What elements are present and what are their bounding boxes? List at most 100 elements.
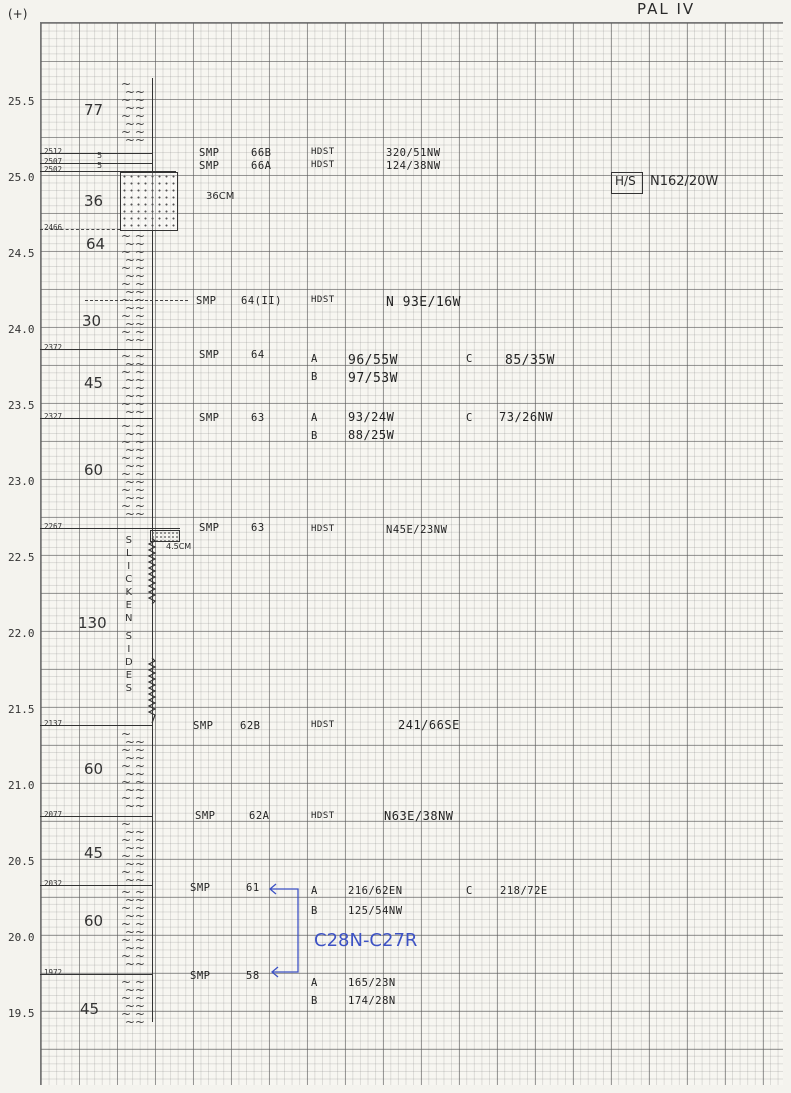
sample-type: HDST — [311, 811, 335, 821]
mudstone-symbol: ~ ~ ~~ ~ ~ ~~ ~ ~ ~~ ~ ~ ~~ ~ ~ ~~ ~ ~ ~… — [121, 419, 145, 521]
sandstone-width-label: 36CM — [206, 191, 235, 202]
bed-boundary — [40, 885, 153, 886]
sample-b-label: B — [311, 995, 318, 1007]
depth-mark: 1972 — [44, 968, 63, 977]
depth-scale-label: 22.5 — [8, 551, 35, 564]
orientation-value: 85/35W — [505, 353, 555, 368]
sample-type: HDST — [311, 147, 335, 157]
mudstone-symbol: ~ ~~ ~ ~ ~~ ~ ~ ~~ ~ ~ ~~ ~ ~ ~~ — [121, 727, 145, 813]
depth-mark: 2032 — [44, 879, 63, 888]
orientation-value: 124/38NW — [386, 160, 441, 172]
sample-number: 61 — [246, 882, 260, 894]
hs-label: H/S — [615, 174, 636, 188]
orientation-value: 218/72E — [500, 885, 548, 897]
orientation-value: 174/28N — [348, 995, 396, 1007]
depth-mark: 2267 — [44, 522, 63, 531]
sample-b-label: B — [311, 371, 318, 383]
bed-boundary — [40, 171, 176, 172]
sample-id: SMP — [190, 882, 211, 894]
sample-id: SMP — [190, 970, 211, 982]
sample-type: HDST — [311, 295, 335, 305]
mudstone-symbol: ~ ~ ~~ ~ ~ ~~ ~ ~ ~~ ~ ~ ~~ ~ ~ ~~ — [121, 885, 145, 971]
corner-mark: (+) — [8, 7, 28, 21]
sample-c-label: C — [466, 885, 473, 897]
sample-c-label: C — [466, 412, 473, 424]
depth-scale-label: 24.0 — [8, 323, 35, 336]
orientation-value: 125/54NW — [348, 905, 403, 917]
orientation-value: 93/24W — [348, 410, 395, 424]
sample-id: SMP — [199, 349, 220, 361]
sample-b-label: B — [311, 430, 318, 442]
depth-mark: 2507 — [44, 157, 63, 166]
depth-scale-label: 20.5 — [8, 855, 35, 868]
orientation-value: 88/25W — [348, 428, 395, 442]
bed-thickness: 45 — [80, 1000, 100, 1018]
sample-number: 63 — [251, 412, 265, 424]
bed-boundary — [40, 163, 153, 164]
bed-thickness: 45 — [84, 374, 104, 392]
sample-type: HDST — [311, 720, 335, 730]
orientation-value: 320/51NW — [386, 147, 441, 159]
sample-a-label: A — [311, 353, 318, 365]
bed-thickness: 60 — [84, 912, 104, 930]
sample-id: SMP — [193, 720, 214, 732]
sample-id: SMP — [199, 160, 220, 172]
vertical-word-sides: S I D E S — [125, 631, 133, 694]
orientation-value: 241/66SE — [398, 718, 460, 732]
sample-a-label: A — [311, 977, 318, 989]
sample-id: SMP — [199, 522, 220, 534]
log-column-border — [152, 78, 153, 1022]
sample-type: HDST — [311, 524, 335, 534]
thin-bed-width-label: 4.5CM — [166, 542, 192, 551]
sample-number: 63 — [251, 522, 265, 534]
sample-a-label: A — [311, 412, 318, 424]
bed-thickness: 130 — [78, 614, 107, 632]
sample-b-label: B — [311, 905, 318, 917]
slickenside-zigzag — [147, 538, 157, 724]
vertical-word-slicken: S L I C K E N — [125, 535, 133, 624]
depth-scale-label: 21.0 — [8, 779, 35, 792]
mudstone-symbol: ~ ~ ~~ ~ ~ ~~ ~ ~ ~~ — [121, 975, 145, 1029]
orientation-value: 165/23N — [348, 977, 396, 989]
bed-boundary — [85, 300, 188, 301]
depth-scale-label: 21.5 — [8, 703, 35, 716]
sample-number: 64(II) — [241, 295, 282, 307]
mudstone-symbol: ~ ~ ~~ ~ ~ ~~ ~ ~ ~~ ~ ~ ~~ — [121, 349, 145, 419]
bed-thickness: 60 — [84, 461, 104, 479]
depth-mark: 2077 — [44, 810, 63, 819]
depth-mark: 2372 — [44, 343, 63, 352]
bed-boundary — [40, 725, 153, 726]
orientation-value: 97/53W — [348, 371, 398, 386]
orientation-value: N 93E/16W — [386, 295, 461, 310]
bed-boundary — [40, 349, 153, 350]
bed-boundary — [40, 418, 153, 419]
sample-type: HDST — [311, 160, 335, 170]
sample-number: 64 — [251, 349, 265, 361]
depth-scale-label: 19.5 — [8, 1007, 35, 1020]
hs-box — [611, 172, 643, 194]
bed-thickness: 77 — [84, 101, 104, 119]
bed-thickness: 30 — [82, 312, 102, 330]
sandstone-bed — [120, 172, 178, 231]
depth-mark: 2137 — [44, 719, 63, 728]
bed-thickness: 45 — [84, 844, 104, 862]
depth-mark: 2466 — [44, 223, 63, 232]
blue-bracket — [268, 883, 299, 978]
bed-thickness: 60 — [84, 760, 104, 778]
depth-scale-label: 25.0 — [8, 171, 35, 184]
orientation-value: 216/62EN — [348, 885, 403, 897]
depth-scale-label: 25.5 — [8, 95, 35, 108]
depth-mark: 2502 — [44, 165, 63, 174]
depth-scale-label: 24.5 — [8, 247, 35, 260]
depth-scale-label: 22.0 — [8, 627, 35, 640]
hs-value: N162/20W — [650, 174, 719, 189]
sample-number: 58 — [246, 970, 260, 982]
bed-boundary — [40, 816, 153, 817]
bed-boundary — [40, 229, 120, 230]
sample-c-label: C — [466, 353, 473, 365]
depth-mark: 2512 — [44, 147, 63, 156]
depth-scale-label: 23.0 — [8, 475, 35, 488]
orientation-value: 73/26NW — [499, 410, 554, 424]
sample-number: 62B — [240, 720, 261, 732]
bed-thickness: 64 — [86, 235, 106, 253]
